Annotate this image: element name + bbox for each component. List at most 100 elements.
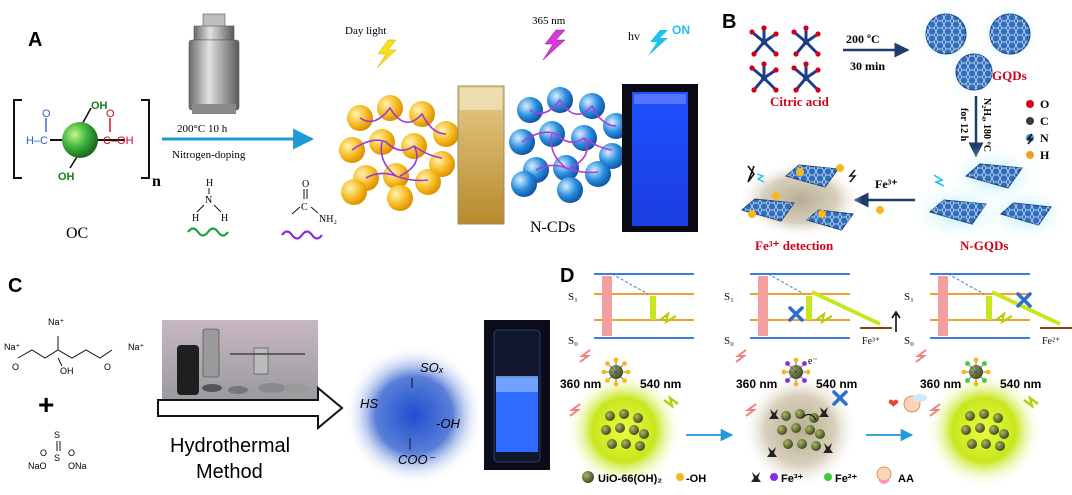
fe-ion-dot	[876, 206, 884, 214]
citric-atom	[761, 75, 767, 81]
svg-text:O: O	[104, 362, 111, 372]
legend-fe3-icon	[751, 472, 761, 482]
mof-particle	[639, 429, 649, 439]
surface-group-dot	[965, 361, 970, 366]
panel-a: A n OH OH C–OH O H–C O OC 200°C 10 h Nit…	[13, 13, 698, 242]
citric-atom	[791, 65, 797, 71]
electron-label: e⁻	[808, 356, 818, 367]
legend-label-h: H	[1040, 148, 1050, 162]
svg-text:O: O	[40, 448, 47, 458]
glucose-ring-ball	[62, 122, 98, 158]
panel-c-letter: C	[8, 275, 22, 297]
fe3-bound-icon	[819, 407, 829, 417]
plus-sign: +	[38, 389, 54, 420]
mof-particle	[795, 409, 805, 419]
citric-atom	[751, 87, 757, 93]
citric-atom	[773, 67, 779, 73]
gqd-sheet-lattice	[990, 14, 1030, 54]
surface-group-dot	[785, 361, 790, 366]
relaxation-dash	[947, 273, 985, 295]
cooh-label: C–OH	[103, 135, 134, 147]
electron-transfer-arrow	[991, 290, 1061, 326]
surface-group-dot	[961, 369, 967, 375]
mof-particle	[995, 441, 1005, 451]
blue-cd-dot	[557, 177, 583, 203]
mof-particle	[791, 423, 801, 433]
jablonski-s0-label: S₀	[568, 335, 578, 347]
citric-acid-label: Citric acid	[770, 94, 830, 109]
bound-fe-ion	[772, 192, 780, 200]
surface-group-dot	[622, 378, 627, 383]
blocked-transition-icon	[1016, 292, 1032, 308]
surface-group-dot	[793, 381, 799, 387]
oh-top-label: OH	[91, 100, 108, 112]
emission-light-icon	[663, 395, 679, 409]
autoclave-illustration	[188, 13, 240, 114]
n-gqd-sheets	[907, 144, 1071, 244]
jablonski-s0-label: S₀	[904, 335, 914, 347]
mof-particle	[629, 425, 639, 435]
mof-particle	[981, 439, 991, 449]
reagent-label: N₂H₄, 180 ºC	[981, 98, 992, 152]
autoclave-photo	[162, 320, 318, 400]
mof-particle	[993, 413, 1003, 423]
relaxation-dash	[767, 273, 805, 295]
mof-particle	[619, 409, 629, 419]
citric-atom	[773, 87, 779, 93]
quenched-emission-icon	[832, 390, 848, 406]
blue-carbon-dot	[344, 345, 484, 485]
yellow-cd-dot	[415, 169, 441, 195]
emission-arrow	[986, 296, 992, 320]
mof-particle	[607, 439, 617, 449]
ngqds-label: N-GQDs	[960, 238, 1008, 253]
surface-group-dot	[785, 378, 790, 383]
citric-atom	[773, 31, 779, 37]
mof-particle	[815, 429, 825, 439]
cooh-o-label: O	[106, 108, 115, 120]
surface-group-dot	[973, 357, 979, 363]
surface-group-dot	[793, 357, 799, 363]
aldehyde-o-label: O	[42, 108, 51, 120]
mof-particle	[989, 425, 999, 435]
surface-group-dot	[805, 369, 811, 375]
mof-particle	[621, 439, 631, 449]
lightning-daylight-icon	[376, 39, 397, 69]
sodium-citrate-structure: Na⁺ Na⁺ Na⁺ OH O O	[4, 317, 145, 376]
legend-aa: AA	[898, 473, 914, 485]
excitation-wavelength: 360 nm	[560, 377, 601, 391]
svg-text:NaO: NaO	[28, 461, 47, 471]
on-label: ON	[672, 23, 690, 37]
fe-detection-sheets	[738, 162, 862, 238]
citric-atom	[815, 67, 821, 73]
svg-text:S: S	[54, 453, 60, 463]
hv-label: hv	[628, 29, 640, 43]
mof-particle	[601, 425, 611, 435]
excitation-light-icon	[929, 403, 941, 417]
emission-light-icon	[995, 311, 1013, 325]
n-gqd-sheet-lattice	[1001, 203, 1051, 225]
gqd-sheets	[912, 0, 1044, 103]
mof-particle	[605, 411, 615, 421]
electron-up-arrow-icon	[891, 310, 901, 332]
fe3-bound-icon	[823, 443, 833, 453]
quench-light-icon	[756, 173, 765, 183]
ncds-label: N-CDs	[530, 219, 575, 236]
mof-particle	[811, 441, 821, 451]
emission-wavelength: 540 nm	[1000, 377, 1041, 391]
fe3-bound-icon	[769, 409, 779, 419]
lightning-uv-icon	[542, 29, 566, 61]
emission-light-icon	[1023, 395, 1039, 409]
svg-text:C: C	[301, 202, 308, 213]
oc-label: OC	[66, 225, 88, 242]
svg-text:O: O	[302, 179, 309, 190]
citric-acid-molecules	[749, 25, 821, 93]
aa-wing-icon	[913, 394, 927, 402]
n-gqd-sheet-lattice	[966, 164, 1022, 188]
legend-label-o: O	[1040, 97, 1049, 111]
temp-label: 200 ºC	[846, 32, 880, 46]
citric-atom	[791, 29, 797, 35]
